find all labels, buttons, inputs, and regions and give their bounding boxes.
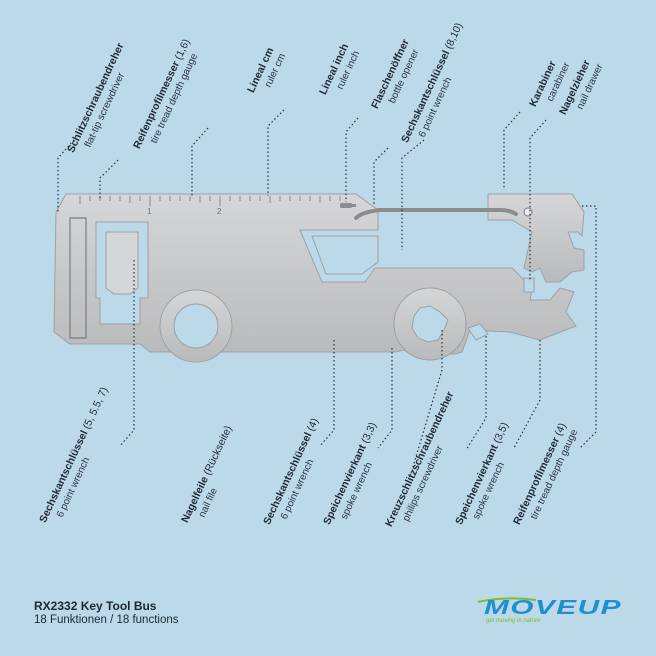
flat-screwdriver-slot <box>69 217 87 339</box>
ruler-mark-2: 2 <box>217 207 222 216</box>
nail-drawer-slot <box>523 277 535 293</box>
carabiner-rivet <box>523 207 533 217</box>
product-subtitle: 18 Funktionen / 18 functions <box>34 614 179 626</box>
brand-tagline: get moving in nature <box>486 618 541 624</box>
rear-wheel <box>159 289 233 363</box>
ruler <box>79 196 341 206</box>
carabiner-frame <box>487 193 585 283</box>
brand-logo: MOVEUP get moving in nature <box>477 597 622 624</box>
spoke-wrench-notch <box>467 323 489 341</box>
window-cutout <box>311 235 379 275</box>
leader-lines <box>57 109 597 471</box>
hex-wrench-inner <box>105 231 139 295</box>
brand-name: MOVEUP <box>484 597 622 619</box>
carabiner-gate <box>354 208 518 220</box>
front-wheel <box>393 287 467 361</box>
ruler-mark-1: 1 <box>147 207 152 216</box>
product-title: RX2332 Key Tool Bus <box>34 599 157 613</box>
bottle-opener-icon <box>340 203 356 208</box>
